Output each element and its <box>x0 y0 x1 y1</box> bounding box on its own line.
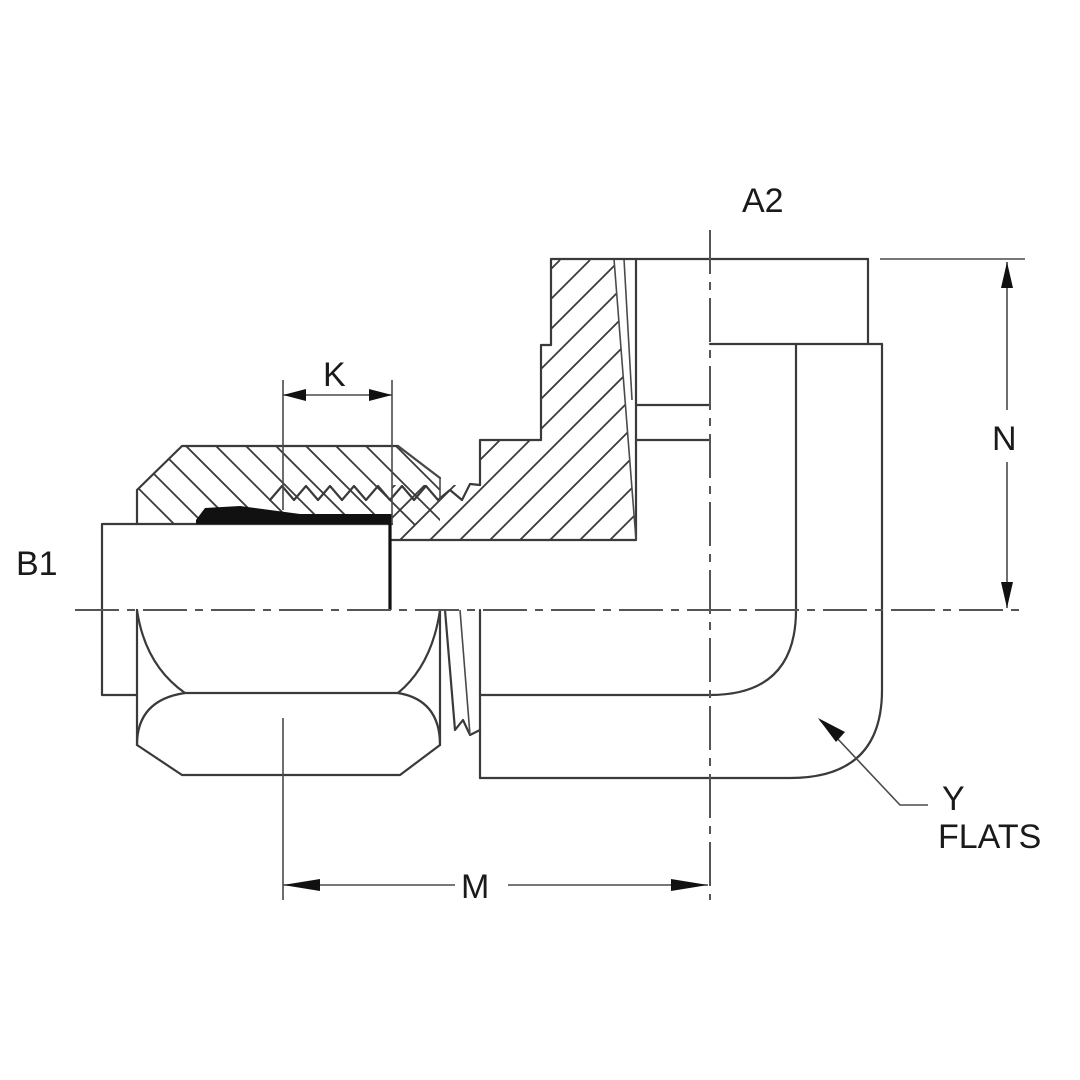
dimension-k: K <box>282 356 393 524</box>
nut-hex-view <box>135 608 482 777</box>
label-a2: A2 <box>742 182 784 220</box>
centerlines <box>75 230 1025 900</box>
body-hatching <box>392 259 636 540</box>
label-n: N <box>992 420 1017 458</box>
elbow-body-section <box>390 257 1025 542</box>
dimension-n: N <box>992 262 1017 608</box>
label-k: K <box>323 356 346 394</box>
sleeve-seal <box>196 506 392 524</box>
dimension-m: M <box>282 718 708 906</box>
nut-section <box>135 444 482 526</box>
label-flats: FLATS <box>938 818 1041 856</box>
label-y: Y <box>942 780 965 818</box>
y-flats-leader: Y FLATS <box>818 718 1041 856</box>
elbow-bend <box>478 342 884 780</box>
label-m: M <box>461 868 489 906</box>
label-b1: B1 <box>16 545 58 583</box>
